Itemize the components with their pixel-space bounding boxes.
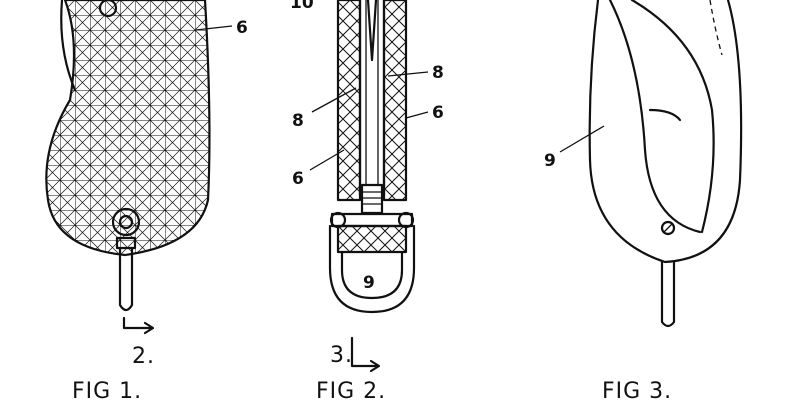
pivot-screw [660, 220, 676, 236]
ref-6-fig2-left: 6 [292, 169, 304, 189]
ref-8-right: 8 [432, 63, 444, 83]
caption-fig-3: FIG 3. [602, 379, 672, 400]
ref-10-fig2: 10 [290, 0, 314, 13]
pad-outline [45, 0, 211, 257]
figure-3: 9 FIG 3. [544, 0, 743, 400]
caption-fig-1: FIG 1. [72, 379, 142, 400]
rivet [98, 0, 118, 18]
inner-block [360, 183, 384, 215]
figure-2: 10 9 8 8 6 6 3. FIG 2. [290, 0, 444, 400]
ref-6-fig2-right: 6 [432, 103, 444, 123]
section-mark-3: 3. [330, 343, 353, 368]
grid-pad [46, 0, 210, 255]
ref-9-fig2: 9 [363, 273, 375, 293]
shackle [328, 224, 416, 314]
ref-9-fig3: 9 [544, 151, 556, 171]
hidden-line [709, 0, 723, 56]
blade-edge [630, 0, 715, 234]
right-wall [384, 0, 406, 200]
section-mark-2: 2. [132, 344, 155, 369]
housing-outline [588, 0, 743, 264]
pin-collar [115, 236, 137, 250]
section-arrow [122, 316, 154, 330]
section-arrow [350, 336, 380, 368]
blade-tip [366, 0, 378, 62]
pin [660, 260, 676, 328]
eye-loop [111, 207, 141, 237]
pin [118, 246, 134, 312]
ref-6-fig1: 6 [236, 18, 248, 38]
leader-line [195, 25, 233, 31]
ref-8-left: 8 [292, 111, 304, 131]
caption-fig-2: FIG 2. [316, 379, 386, 400]
left-wall [338, 0, 360, 200]
figure-1: 6 2. FIG 1. [45, 0, 248, 400]
